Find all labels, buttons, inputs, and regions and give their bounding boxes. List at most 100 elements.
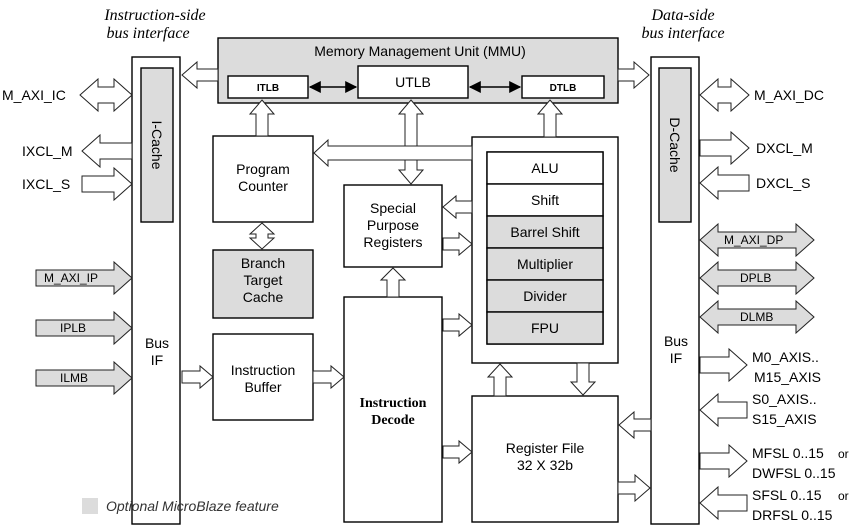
alu-unit: ALU	[486, 151, 604, 185]
svg-text:Divider: Divider	[523, 288, 567, 304]
ibuf-to-decode-arrow	[312, 364, 345, 390]
m-axis-label-1: M0_AXIS..	[752, 349, 819, 365]
svg-text:Register File: Register File	[506, 440, 585, 456]
m-axis-label-2: M15_AXIS	[754, 369, 821, 385]
m-axi-ic-arrow	[79, 77, 133, 113]
ilmb-arrow	[35, 360, 133, 396]
dlmb-arrow	[699, 299, 815, 335]
svg-text:Program: Program	[236, 161, 290, 177]
svg-text:Purpose: Purpose	[367, 217, 419, 233]
s-axis-label-1: S0_AXIS..	[752, 391, 817, 407]
itlb-box	[227, 75, 309, 99]
itlb-label: ITLB	[257, 83, 279, 94]
svg-text:FPU: FPU	[531, 320, 559, 336]
svg-text:Target: Target	[244, 272, 283, 288]
regfile-to-bus-arrow	[617, 473, 651, 503]
instruction-side-title-1: Instruction-side	[103, 7, 205, 24]
ixcl-m-label: IXCL_M	[22, 143, 73, 159]
i-cache-label: I-Cache	[149, 120, 165, 169]
dplb-arrow	[699, 260, 815, 296]
program-counter-block: Program Counter	[212, 135, 314, 223]
svg-text:Counter: Counter	[238, 178, 288, 194]
utlb-spr-arrow	[397, 99, 425, 185]
decode-to-regfile-arrow	[442, 439, 473, 465]
right-bus-if: D-Cache Bus IF	[650, 56, 700, 525]
data-side-title-1: Data-side	[650, 7, 714, 24]
bus-if-left-line1: Bus	[145, 335, 169, 351]
instruction-side-title-2: bus interface	[106, 25, 189, 42]
mmu-to-right-bus-arrow	[617, 60, 650, 90]
regfile-to-alu-arrow	[486, 363, 514, 397]
svg-text:Multiplier: Multiplier	[517, 256, 573, 272]
legend-swatch	[82, 498, 98, 514]
decode-to-alu-arrow	[442, 312, 473, 338]
m-axi-dp-label: M_AXI_DP	[724, 233, 783, 247]
mfsl-label-2: DWFSL 0..15	[752, 465, 836, 481]
alu-to-dtlb-arrow	[536, 99, 564, 138]
mmu-label: Memory Management Unit (MMU)	[314, 43, 526, 59]
right-ports: M_AXI_DC DXCL_M DXCL_S M_AXI_DP DPLB DLM…	[699, 77, 849, 523]
legend-label: Optional MicroBlaze feature	[106, 498, 279, 514]
data-side-title-2: bus interface	[641, 25, 724, 42]
d-cache-label: D-Cache	[667, 117, 683, 172]
fpu-unit: FPU	[486, 311, 604, 345]
dplb-label: DPLB	[740, 271, 771, 285]
m-axi-ip-arrow	[35, 260, 133, 296]
dlmb-label: DLMB	[740, 310, 773, 324]
multiplier-unit: Multiplier	[486, 247, 604, 281]
dxcl-s-arrow	[699, 165, 750, 201]
svg-text:Barrel Shift: Barrel Shift	[510, 224, 579, 240]
alu-to-spr-arrow	[442, 194, 473, 220]
svg-text:32 X 32b: 32 X 32b	[517, 457, 573, 473]
dxcl-s-label: DXCL_S	[756, 175, 810, 191]
i-cache-box	[140, 67, 174, 223]
spr-to-alu-arrow	[442, 231, 473, 257]
iplb-label: IPLB	[60, 321, 86, 335]
mfsl-arrow	[699, 443, 748, 479]
mfsl-label-1: MFSL 0..15	[752, 445, 824, 461]
utlb-label: UTLB	[395, 74, 431, 90]
instruction-buffer-block: Instruction Buffer	[212, 333, 314, 421]
shift-unit: Shift	[486, 183, 604, 217]
alu-to-regfile-arrow	[569, 362, 597, 396]
sfsl-label-1: SFSL 0..15	[752, 487, 822, 503]
m-axis-arrow	[699, 347, 748, 383]
pc-btc-arrow	[248, 222, 276, 250]
m-axi-dp-arrow	[699, 222, 815, 258]
ixcl-s-arrow	[81, 166, 133, 202]
dxcl-m-label: DXCL_M	[756, 140, 813, 156]
sfsl-label-2: DRFSL 0..15	[752, 507, 833, 523]
mmu-block: Memory Management Unit (MMU) ITLB UTLB D…	[217, 37, 619, 104]
legend: Optional MicroBlaze feature	[82, 498, 279, 514]
utlb-box	[357, 65, 469, 99]
svg-text:Cache: Cache	[243, 289, 284, 305]
mfsl-or: or	[838, 447, 849, 461]
branch-target-cache-block: Branch Target Cache	[212, 249, 314, 319]
svg-text:Registers: Registers	[363, 234, 422, 250]
iplb-arrow	[35, 310, 133, 346]
svg-text:Buffer: Buffer	[244, 379, 281, 395]
instruction-decode-block: Instruction Decode	[343, 296, 443, 523]
pc-to-itlb-arrow	[248, 99, 276, 137]
special-purpose-registers-block: Special Purpose Registers	[343, 184, 443, 268]
internal-arrows	[181, 60, 652, 503]
svg-text:Shift: Shift	[531, 192, 559, 208]
divider-unit: Divider	[486, 279, 604, 313]
ixcl-s-label: IXCL_S	[22, 176, 70, 192]
s-axis-arrow	[699, 392, 748, 428]
left-ports: M_AXI_IC IXCL_M IXCL_S M_AXI_IP IPLB ILM…	[2, 77, 133, 396]
bus-if-right-line1: Bus	[664, 333, 688, 349]
sfsl-or: or	[838, 489, 849, 503]
dxcl-m-arrow	[699, 130, 750, 166]
left-bus-if: I-Cache Bus IF	[131, 56, 181, 525]
svg-text:Instruction: Instruction	[231, 362, 296, 378]
m-axi-dc-label: M_AXI_DC	[754, 87, 824, 103]
m-axi-ip-label: M_AXI_IP	[44, 271, 98, 285]
svg-text:Decode: Decode	[371, 413, 415, 428]
dtlb-box	[521, 75, 605, 99]
d-cache-box	[658, 67, 692, 223]
m-axi-dc-arrow	[699, 77, 750, 113]
sfsl-arrow	[699, 485, 748, 521]
mmu-to-left-bus-arrow	[181, 60, 219, 90]
ilmb-label: ILMB	[60, 371, 88, 385]
